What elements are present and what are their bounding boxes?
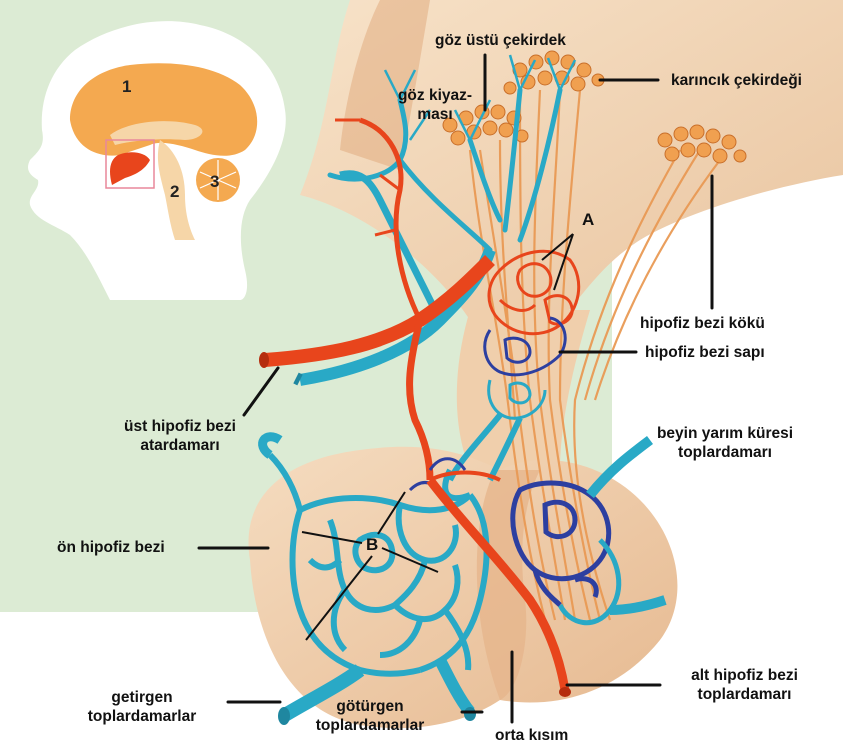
label-hemisphere-vein-line2: toplardamarı bbox=[630, 443, 820, 462]
label-pituitary-stalk: hipofiz bezi sapı bbox=[645, 343, 765, 362]
label-inferior-vein-line2: toplardamarı bbox=[662, 685, 827, 704]
label-anterior-pituitary: ön hipofiz bezi bbox=[57, 538, 165, 557]
label-efferent-veins: götürgen toplardamarlar bbox=[290, 697, 450, 735]
inset-number-2: 2 bbox=[170, 182, 179, 202]
label-superior-hypophyseal-artery: üst hipofiz bezi atardamarı bbox=[90, 417, 270, 455]
label-hemisphere-vein: beyin yarım küresi toplardamarı bbox=[630, 424, 820, 462]
marker-b: B bbox=[366, 535, 378, 555]
inset-number-1: 1 bbox=[122, 77, 131, 97]
label-pituitary-root: hipofiz bezi kökü bbox=[640, 314, 765, 333]
label-inferior-hypophyseal-vein: alt hipofiz bezi toplardamarı bbox=[662, 666, 827, 704]
label-optic-chiasm-line2: ması bbox=[375, 105, 495, 124]
label-afferent-line2: toplardamarlar bbox=[62, 707, 222, 726]
label-optic-chiasm: göz kiyaz- ması bbox=[375, 86, 495, 124]
label-hemisphere-vein-line1: beyin yarım küresi bbox=[630, 424, 820, 443]
label-efferent-line2: toplardamarlar bbox=[290, 716, 450, 735]
label-paraventricular-nucleus: karıncık çekirdeği bbox=[671, 71, 802, 90]
label-inferior-vein-line1: alt hipofiz bezi bbox=[662, 666, 827, 685]
inset-number-3: 3 bbox=[210, 172, 219, 192]
label-superior-artery-line2: atardamarı bbox=[90, 436, 270, 455]
label-afferent-line1: getirgen bbox=[62, 688, 222, 707]
label-efferent-line1: götürgen bbox=[290, 697, 450, 716]
label-intermediate-part: orta kısım bbox=[495, 726, 568, 745]
label-supraoptic-nucleus: göz üstü çekirdek bbox=[435, 31, 566, 50]
label-afferent-veins: getirgen toplardamarlar bbox=[62, 688, 222, 726]
marker-a: A bbox=[582, 210, 594, 230]
label-superior-artery-line1: üst hipofiz bezi bbox=[90, 417, 270, 436]
label-optic-chiasm-line1: göz kiyaz- bbox=[375, 86, 495, 105]
